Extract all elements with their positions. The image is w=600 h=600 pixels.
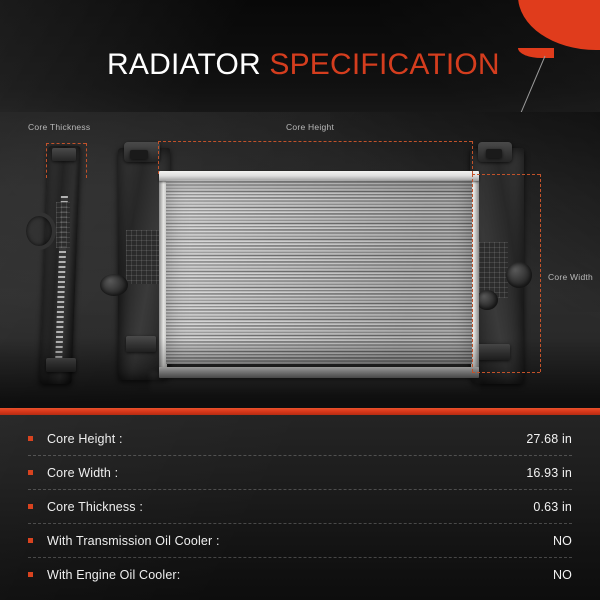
core-right-edge bbox=[471, 173, 479, 369]
spec-row: Core Thickness : 0.63 in bbox=[28, 489, 572, 523]
right-drain-port bbox=[476, 290, 498, 310]
bullet-icon bbox=[28, 436, 33, 441]
right-hose-neck bbox=[506, 262, 532, 288]
header-banner: RADIATOR SPECIFICATION bbox=[0, 0, 600, 112]
page-title-primary: RADIATOR bbox=[107, 48, 261, 81]
spec-value: 16.93 in bbox=[526, 465, 572, 480]
bullet-icon bbox=[28, 538, 33, 543]
core-fin-array bbox=[166, 180, 472, 364]
core-top-rail bbox=[159, 171, 479, 181]
product-diagram bbox=[0, 112, 600, 408]
side-mesh-panel bbox=[56, 202, 70, 248]
spec-value: 27.68 in bbox=[526, 431, 572, 446]
thickness-guide-right bbox=[86, 143, 87, 178]
bullet-icon bbox=[28, 504, 33, 509]
bullet-icon bbox=[28, 572, 33, 577]
spec-value: NO bbox=[552, 533, 572, 548]
radiator-core bbox=[159, 171, 479, 378]
orange-petal-tip-shape bbox=[518, 48, 554, 58]
thickness-guide-top bbox=[46, 143, 86, 144]
bullet-icon bbox=[28, 470, 33, 475]
width-guide-right bbox=[540, 174, 541, 372]
core-bottom-rail bbox=[159, 367, 479, 378]
side-top-bracket bbox=[52, 148, 76, 161]
specification-table: Core Height : 27.68 in Core Width : 16.9… bbox=[0, 415, 600, 600]
height-guide-top bbox=[158, 141, 472, 142]
page-title-accent: SPECIFICATION bbox=[269, 48, 500, 81]
right-bracket-slot bbox=[486, 149, 502, 158]
spec-row: Core Height : 27.68 in bbox=[28, 422, 572, 455]
spec-label: With Engine Oil Cooler: bbox=[47, 567, 181, 582]
left-bracket-slot bbox=[130, 150, 148, 159]
right-tank-mesh bbox=[474, 242, 508, 298]
right-lower-bracket bbox=[478, 344, 510, 360]
spec-row: With Transmission Oil Cooler : NO bbox=[28, 523, 572, 557]
left-lower-bracket bbox=[126, 336, 156, 352]
core-left-edge bbox=[159, 173, 167, 369]
radiator-side-hose-ring bbox=[22, 212, 56, 250]
spec-label: Core Height : bbox=[47, 431, 123, 446]
left-tank-mesh bbox=[126, 230, 160, 284]
page-title: RADIATOR SPECIFICATION bbox=[107, 50, 500, 80]
spec-label: With Transmission Oil Cooler : bbox=[47, 533, 220, 548]
label-core-thickness: Core Thickness bbox=[28, 122, 91, 132]
spec-label: Core Thickness : bbox=[47, 499, 143, 514]
left-hose-neck bbox=[100, 274, 128, 296]
label-core-width: Core Width bbox=[548, 272, 594, 282]
label-core-height: Core Height bbox=[286, 122, 335, 132]
orange-petal-shape bbox=[518, 0, 600, 50]
spec-label: Core Width : bbox=[47, 465, 119, 480]
spec-row: With Engine Oil Cooler: NO bbox=[28, 557, 572, 591]
spec-value: 0.63 in bbox=[533, 499, 572, 514]
spec-value: NO bbox=[552, 567, 572, 582]
spec-row: Core Width : 16.93 in bbox=[28, 455, 572, 489]
orange-divider-bar bbox=[0, 408, 600, 415]
side-bottom-bracket bbox=[46, 358, 76, 372]
